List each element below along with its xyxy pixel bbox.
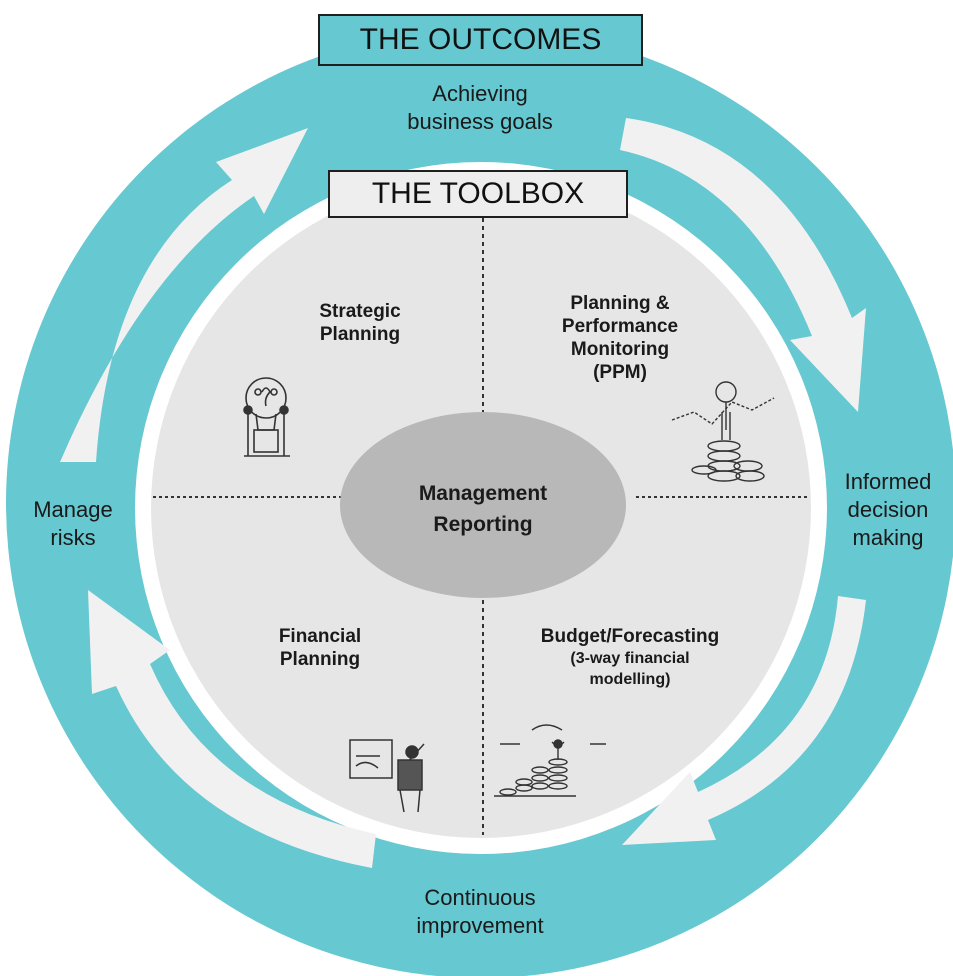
quadrant-financial-planning: Financial Planning bbox=[278, 626, 362, 670]
arrow-left-to-top bbox=[60, 128, 308, 462]
outcome-right: Informed decision making bbox=[844, 469, 932, 550]
quadrant-ppm: Planning & Performance Monitoring (PPM) bbox=[561, 293, 679, 383]
outcome-bottom: Continuous improvement bbox=[416, 885, 544, 938]
outcomes-title-box: THE OUTCOMES bbox=[318, 14, 643, 66]
outcome-top: Achieving business goals bbox=[407, 81, 553, 134]
arrow-bottom-to-left bbox=[88, 590, 376, 868]
center-management-reporting: Management Reporting bbox=[418, 482, 548, 536]
management-reporting-ellipse bbox=[340, 412, 626, 598]
arrow-right-to-bottom bbox=[622, 596, 866, 845]
arrow-top-to-right bbox=[620, 118, 866, 412]
outcome-left: Manage risks bbox=[33, 497, 113, 550]
outcomes-title: THE OUTCOMES bbox=[359, 23, 602, 56]
magnifier-chart-icon bbox=[671, 381, 775, 482]
toolbox-title-box: THE TOOLBOX bbox=[328, 170, 628, 218]
coin-stacks-growth-icon bbox=[494, 724, 606, 797]
quadrant-strategic-planning: Strategic Planning bbox=[319, 301, 401, 345]
quadrant-budget-forecasting: Budget/Forecasting (3-way financial mode… bbox=[540, 626, 720, 688]
lightbulb-team-icon bbox=[243, 377, 290, 457]
toolbox-title: THE TOOLBOX bbox=[371, 177, 585, 210]
whiteboard-presenter-icon bbox=[349, 739, 425, 813]
